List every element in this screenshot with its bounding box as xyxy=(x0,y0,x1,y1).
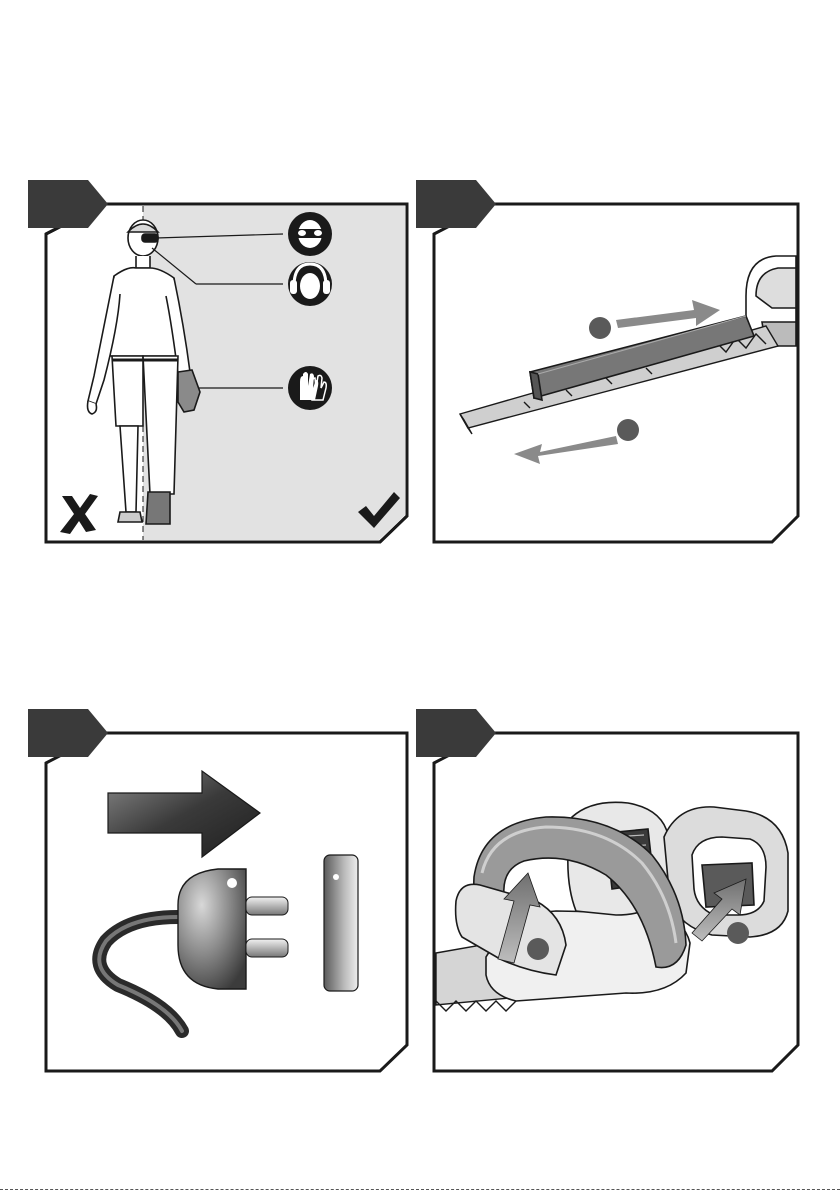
panel-unplug xyxy=(28,705,414,1075)
panel-handles xyxy=(416,705,806,1075)
callout-marker-2 xyxy=(727,922,749,944)
ear-protection-icon xyxy=(288,262,332,306)
panel-ppe xyxy=(28,176,414,546)
safety-boot xyxy=(146,492,170,524)
callout-marker-2 xyxy=(617,419,639,441)
callout-marker-1 xyxy=(527,938,549,960)
safety-goggles-icon xyxy=(288,212,332,256)
callout-marker-1 xyxy=(589,317,611,339)
page-cut-line xyxy=(0,1189,840,1190)
safety-gloves-icon xyxy=(288,366,332,410)
panel-blade-guard xyxy=(416,176,806,546)
socket-icon xyxy=(324,855,358,991)
